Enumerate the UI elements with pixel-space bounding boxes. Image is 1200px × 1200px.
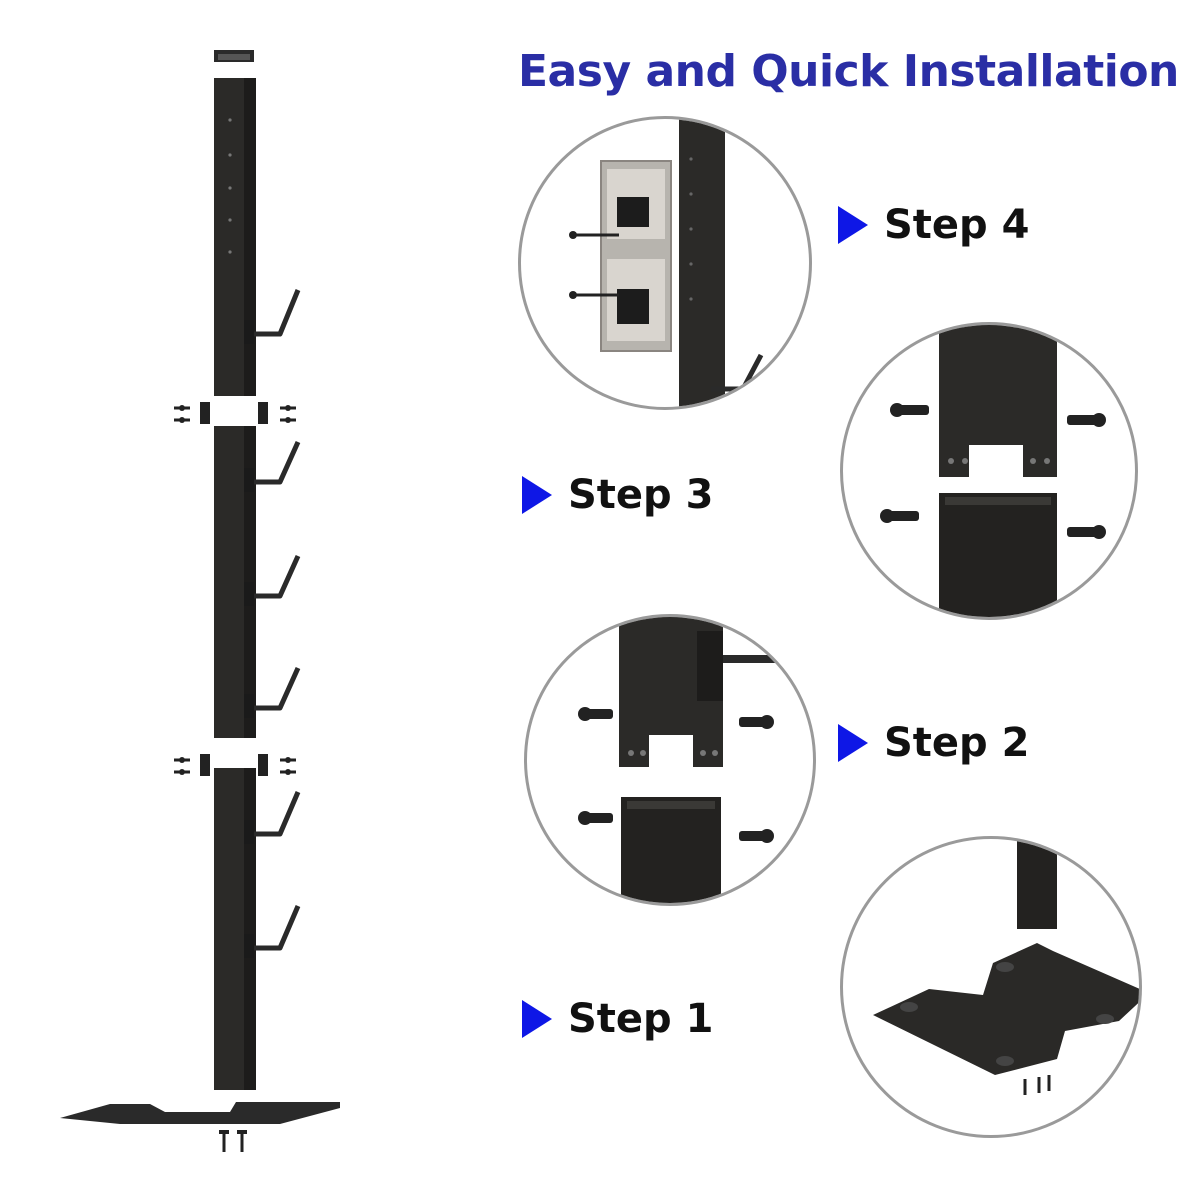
step-1-label: Step 1 [522, 996, 713, 1042]
blue-triangle-icon [522, 476, 552, 514]
step-2-detail-circle [524, 614, 816, 906]
step-1-detail-circle [840, 836, 1142, 1138]
step-2-label: Step 2 [838, 720, 1029, 766]
blue-triangle-icon [522, 1000, 552, 1038]
step-1-text: Step 1 [568, 996, 714, 1042]
step-4-detail-circle [518, 116, 812, 410]
step-2-text: Step 2 [884, 720, 1030, 766]
exploded-stand-illustration [60, 50, 340, 1152]
step-3-detail-circle [840, 322, 1138, 620]
step-4-text: Step 4 [884, 202, 1030, 248]
page-title: Easy and Quick Installation [518, 46, 1179, 97]
blue-triangle-icon [838, 206, 868, 244]
step-4-label: Step 4 [838, 202, 1029, 248]
step-3-text: Step 3 [568, 472, 714, 518]
step-3-label: Step 3 [522, 472, 713, 518]
blue-triangle-icon [838, 724, 868, 762]
